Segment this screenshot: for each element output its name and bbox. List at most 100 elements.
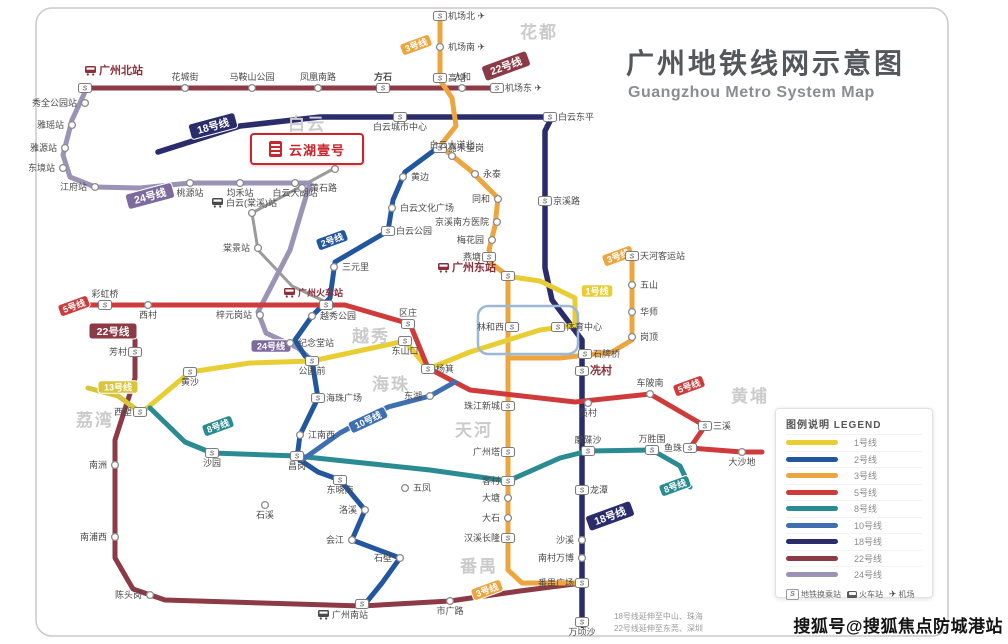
district-label-番禺: 番禺: [459, 557, 498, 576]
svg-text:1号线: 1号线: [585, 285, 608, 296]
station-label: 黄石路: [310, 182, 337, 193]
map-border: [35, 7, 949, 637]
svg-text:S: S: [650, 448, 655, 455]
svg-text:S: S: [316, 396, 321, 403]
station-区庄: S区庄: [399, 307, 417, 330]
property-ad-name: 云湖壹号: [288, 142, 345, 158]
legend-item-label: 5号线: [854, 487, 878, 498]
legend-item-8号线: 8号线: [786, 500, 922, 517]
station-江府站: 江府站: [60, 181, 100, 192]
svg-text:S: S: [360, 602, 365, 609]
station-label: 沙园: [203, 458, 221, 468]
station-纪念堂站: 纪念堂站: [285, 337, 334, 348]
station-白云(棠溪)站: 白云(棠溪)站: [212, 197, 277, 218]
station-label: 南村万博: [538, 552, 574, 563]
train-icon: [318, 610, 329, 620]
station-黄石路: 黄石路: [297, 182, 337, 193]
station-label: 昌岗: [288, 461, 306, 471]
station-label: 方石: [374, 71, 392, 82]
station-label: 天河客运站: [640, 250, 685, 261]
station-桃源站: 桃源站: [176, 178, 204, 198]
legend-color-bar: [786, 440, 838, 446]
district-label-黄埔: 黄埔: [731, 386, 769, 406]
station-label: 鱼珠: [664, 442, 682, 453]
station-label: 杨箕: [436, 363, 454, 374]
station-label: 磨碟沙: [574, 435, 601, 445]
station-label: 岗顶: [640, 332, 658, 342]
station-label: 人和: [453, 72, 471, 82]
station-label: 机场北 ✈: [448, 10, 486, 21]
station-沙溪: 沙溪: [556, 534, 587, 545]
station-西村: 西村: [139, 300, 157, 320]
station-五凤: 五凤: [400, 483, 431, 493]
station-洛溪: 洛溪: [339, 504, 370, 515]
train-icon: [284, 288, 295, 298]
line-badge-24号线: 24号线: [124, 182, 176, 210]
station-label: 客村: [482, 475, 500, 486]
line-badge-18号线: 18号线: [187, 112, 239, 140]
district-label-白云: 白云: [288, 114, 326, 134]
station-label: 桃源站: [176, 187, 203, 198]
svg-text:S: S: [510, 325, 515, 332]
legend-color-bar: [786, 489, 838, 495]
station-label: 大石: [482, 512, 500, 523]
line-badge-3号线: 3号线: [470, 579, 504, 601]
station-岗顶: 岗顶: [627, 332, 658, 342]
legend-item-1号线: 1号线: [786, 434, 922, 451]
svg-text:S: S: [103, 303, 108, 310]
line-badge-10号线: 10号线: [347, 406, 389, 434]
station-东湖: 东湖: [404, 390, 435, 401]
station-label: 梓元岗站: [216, 309, 252, 320]
station-客村: S客村: [482, 475, 516, 487]
station-label: 会江: [326, 534, 344, 545]
station-label: 江南西: [308, 429, 335, 440]
station-华师: 华师: [627, 306, 658, 317]
station-label: 花城街: [171, 71, 198, 82]
svg-text:S: S: [438, 14, 443, 21]
line-badge-22号线: 22号线: [88, 322, 138, 340]
station-三元里: 三元里: [329, 262, 369, 272]
svg-text:S: S: [580, 488, 585, 495]
station-label: 石溪: [256, 509, 274, 520]
station-大塘: 大塘: [482, 492, 513, 503]
line-badge-13号线: 13号线: [97, 380, 139, 394]
legend-item-label: 3号线: [854, 471, 878, 482]
line-badge-18号线: 18号线: [585, 500, 635, 532]
svg-text:S: S: [583, 352, 588, 359]
station-label: 广州东站: [452, 260, 496, 274]
station-label: 石壁: [374, 552, 392, 563]
station-label: 白云文化广场: [400, 202, 454, 213]
svg-text:S: S: [438, 76, 443, 83]
station-南浦西: 南浦西: [80, 531, 120, 542]
legend-title: 图例说明 LEGEND: [786, 420, 882, 431]
legend-color-bar: [786, 555, 838, 561]
legend-item-label: 10号线: [854, 520, 883, 531]
station-label: 西村: [139, 309, 157, 320]
line-badge-5号线: 5号线: [672, 375, 706, 397]
interchange-icon: S: [786, 588, 799, 600]
svg-text:S: S: [506, 450, 511, 457]
legend-item-label: 2号线: [854, 454, 878, 465]
station-昌岗: S昌岗: [288, 450, 306, 471]
line-badge-8号线: 8号线: [201, 415, 235, 437]
legend-item-10号线: 10号线: [786, 516, 922, 534]
legend-color-bar: [786, 506, 838, 512]
station-label: 东晓南: [326, 484, 353, 495]
station-label: 广州火车站: [298, 287, 343, 298]
